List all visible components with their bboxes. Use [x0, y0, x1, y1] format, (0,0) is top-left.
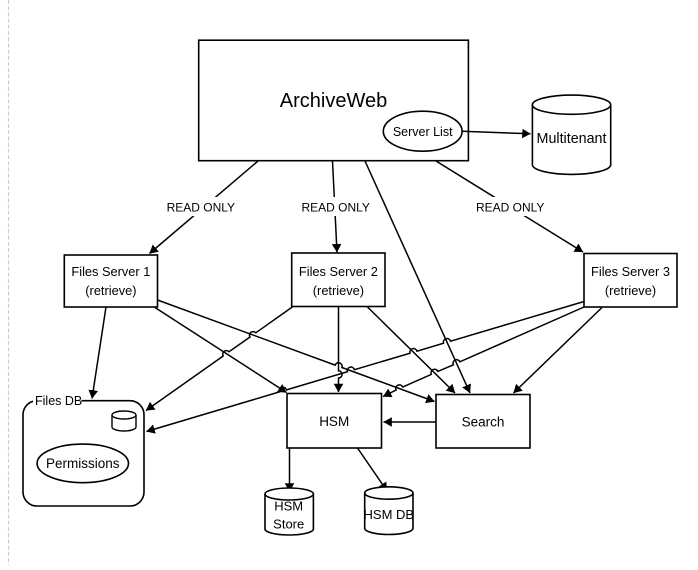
svg-text:Files Server 3: Files Server 3: [591, 264, 670, 279]
svg-text:Store: Store: [273, 517, 304, 532]
svg-text:(retrieve): (retrieve): [605, 283, 656, 298]
svg-text:Server List: Server List: [393, 125, 453, 139]
svg-text:Files DB: Files DB: [35, 394, 82, 408]
svg-text:(retrieve): (retrieve): [313, 283, 364, 298]
svg-text:READ ONLY: READ ONLY: [301, 201, 369, 215]
svg-text:ArchiveWeb: ArchiveWeb: [280, 90, 387, 112]
svg-text:Files Server 2: Files Server 2: [299, 264, 378, 279]
svg-text:Search: Search: [462, 415, 505, 430]
svg-text:Files Server 1: Files Server 1: [71, 264, 150, 279]
svg-text:HSM: HSM: [274, 499, 303, 514]
svg-text:Multitenant: Multitenant: [537, 131, 607, 147]
svg-text:(retrieve): (retrieve): [85, 283, 136, 298]
svg-text:READ ONLY: READ ONLY: [167, 201, 235, 215]
svg-text:HSM DB: HSM DB: [364, 507, 415, 522]
svg-text:Permissions: Permissions: [46, 456, 120, 471]
svg-text:HSM: HSM: [319, 414, 349, 429]
svg-text:READ ONLY: READ ONLY: [476, 201, 544, 215]
